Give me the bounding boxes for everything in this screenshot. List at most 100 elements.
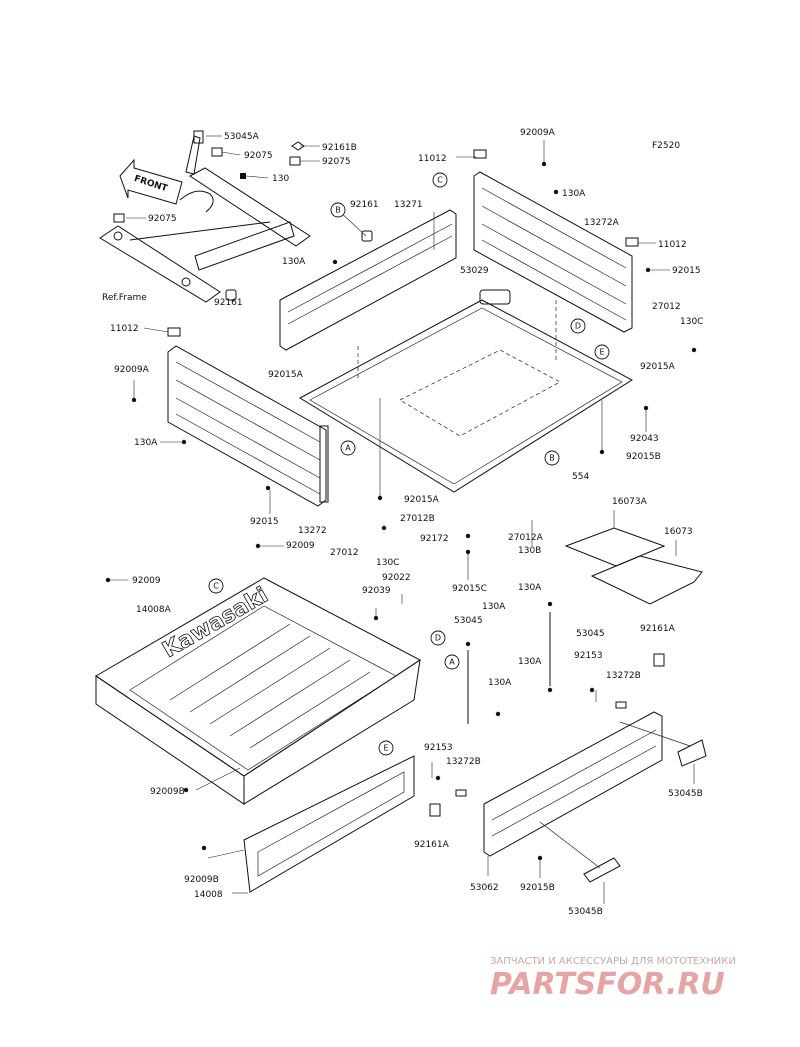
cap-11012-1 [167,327,181,337]
mat-16073 [590,555,703,605]
label-130c-2: 130C [376,558,399,568]
label-92161-2: 92161 [214,298,243,308]
label-92015b-2: 92015B [520,883,555,893]
front-panel-13271 [279,209,457,351]
svg-text:E: E [599,348,604,357]
svg-text:E: E [383,744,388,753]
label-53045-1: 53045 [454,616,483,626]
marker-d-2: D [430,630,446,646]
label-27012-2: 27012 [330,548,359,558]
tailgate-liner-14008 [243,755,415,893]
label-130b: 130B [518,546,541,556]
label-92161a-1: 92161A [640,624,676,634]
label-130a-1: 130A [282,257,306,267]
label-92009b-1: 92009B [150,787,185,797]
bracket-13272b-2 [455,789,467,797]
label-92075-1: 92075 [244,151,273,161]
label-92009-1: 92009 [286,541,315,551]
svg-text:D: D [575,322,581,331]
mat-16073a [564,527,666,567]
cap-92161-1 [361,230,373,242]
label-92153-2: 92153 [424,743,453,753]
label-11012-3: 11012 [110,324,139,334]
label-92161-1: 92161 [350,200,379,210]
svg-text:C: C [213,582,219,591]
cap-92075-1 [211,147,223,157]
cap-11012-2 [473,149,487,159]
marker-c-1: C [432,172,448,188]
cap-92161-2 [225,289,237,301]
label-14008a: 14008A [136,605,172,615]
label-92015a-3: 92015A [404,495,440,505]
label-13271: 13271 [394,200,423,210]
cap-92075-2 [289,156,301,166]
label-130a-5: 130A [482,602,506,612]
watermark-tagline: ЗАПЧАСТИ И АКСЕССУАРЫ ДЛЯ МОТОТЕХНИКИ [490,956,736,967]
ref-frame-label: Ref.Frame [102,293,147,303]
label-53062: 53062 [470,883,499,893]
svg-text:B: B [335,206,341,215]
bumper-92161a-2 [429,803,441,817]
label-92161b: 92161B [322,143,357,153]
label-92172: 92172 [420,534,449,544]
side-panel-13272 [167,327,329,507]
bed-frame-53029 [298,289,633,493]
bolt-130 [240,173,246,179]
svg-text:A: A [449,658,455,667]
label-13272b-2: 13272B [446,757,481,767]
marker-a-1: A [340,440,356,456]
bracket-13272b-1 [615,701,627,709]
side-panel-13272a [473,149,639,333]
label-92075-2: 92075 [322,157,351,167]
label-92009b-2: 92009B [184,875,219,885]
svg-text:A: A [345,444,351,453]
label-27012a: 27012A [508,533,544,543]
latch-53045b-1 [677,739,707,767]
label-92009a-2: 92009A [114,365,150,375]
label-92022: 92022 [382,573,411,583]
label-92075-3: 92075 [148,214,177,224]
marker-b-2: B [544,450,560,466]
label-130a-6: 130A [518,657,542,667]
label-53029: 53029 [460,266,489,276]
brand-text: Kawasaki [159,583,273,663]
label-13272: 13272 [298,526,327,536]
label-92015-1: 92015 [672,266,701,276]
label-27012-1: 27012 [652,302,681,312]
label-27012b: 27012B [400,514,435,524]
label-13272b-1: 13272B [606,671,641,681]
label-130a-3: 130A [134,438,158,448]
label-92015a-1: 92015A [268,370,304,380]
label-92009a-1: 92009A [520,128,556,138]
label-53045b-1: 53045B [668,789,703,799]
label-130a-7: 130A [488,678,512,688]
label-16073a: 16073A [612,497,648,507]
label-130a-2: 130A [562,189,586,199]
marker-a-2: A [444,654,460,670]
svg-text:B: B [549,454,555,463]
label-92009-2: 92009 [132,576,161,586]
label-554: 554 [572,472,589,482]
bolts [105,161,697,861]
label-11012-2: 11012 [658,240,687,250]
tailgate-53062 [483,711,707,883]
label-92015a-2: 92015A [640,362,676,372]
front-arrow-icon: FRONT [119,158,183,205]
marker-e-2: E [378,740,394,756]
bumper-92161a-1 [653,653,665,667]
frame-assembly [99,130,311,303]
svg-text:D: D [435,634,441,643]
label-92015-2: 92015 [250,517,279,527]
label-92161a-2: 92161A [414,840,450,850]
label-53045b-2: 53045B [568,907,603,917]
diagram-code: F2520 [652,141,680,151]
latch-53045b-2 [583,857,621,883]
marker-c-2: C [208,578,224,594]
svg-text:C: C [437,176,443,185]
label-16073: 16073 [664,527,693,537]
label-53045-2: 53045 [576,629,605,639]
cap-92075-3 [113,213,125,223]
watermark-logo: PARTSFOR.RU [490,967,725,1002]
marker-e-1: E [594,344,610,360]
